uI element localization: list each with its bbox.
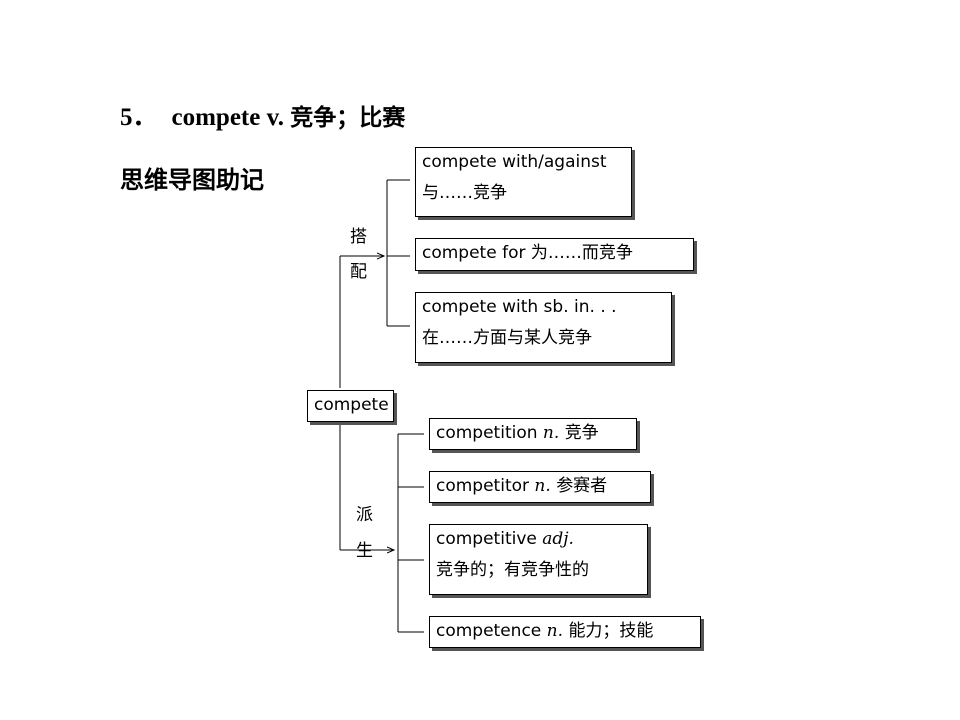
derivative-2-meaning: 参赛者 (556, 476, 608, 496)
item-title: 5． compete v. 竞争；比赛 (120, 97, 405, 133)
headword-meaning: 竞争；比赛 (290, 105, 406, 131)
derivative-3-pos: adj. (542, 529, 574, 549)
center-node: compete (307, 390, 394, 422)
derivative-node-2: competitor n. 参赛者 (429, 471, 651, 503)
derivation-label-1: 派 (356, 505, 373, 525)
mind-map-heading: 思维导图助记 (120, 166, 264, 194)
collocation-node-2: compete for 为……而竞争 (415, 238, 694, 271)
collocation-label-1: 搭 (350, 227, 367, 247)
derivative-2-pos: n. (534, 476, 551, 496)
collocation-node-3: compete with sb. in. . . 在……方面与某人竞争 (415, 292, 672, 363)
derivative-4-meaning: 能力；技能 (568, 621, 654, 641)
derivative-node-1: competition n. 竞争 (429, 418, 637, 450)
derivative-1-pos: n. (542, 423, 560, 443)
collocation-1-meaning: 与……竞争 (422, 183, 507, 203)
derivative-3-word: competitive (436, 529, 537, 549)
headword: compete v. (171, 104, 284, 131)
center-node-label: compete (314, 395, 389, 415)
derivative-1-meaning: 竞争 (564, 423, 599, 443)
collocation-3-phrase: compete with sb. in. . . (422, 297, 617, 317)
collocation-label-2: 配 (350, 262, 367, 282)
collocation-node-1: compete with/against 与……竞争 (415, 147, 632, 217)
derivative-4-word: competence (436, 621, 542, 641)
collocation-3-meaning: 在……方面与某人竞争 (422, 328, 592, 348)
derivative-1-word: competition (436, 423, 538, 443)
derivative-node-3: competitive adj. 竞争的；有竞争性的 (429, 524, 648, 595)
derivative-node-4: competence n. 能力；技能 (429, 616, 701, 648)
derivative-4-pos: n. (546, 621, 564, 641)
derivative-2-word: competitor (436, 476, 530, 496)
collocation-1-phrase: compete with/against (422, 152, 607, 172)
derivative-3-meaning: 竞争的；有竞争性的 (436, 560, 589, 580)
collocation-2-phrase: compete for 为……而竞争 (422, 243, 633, 263)
derivation-label-2: 生 (356, 541, 373, 561)
item-number: 5． (120, 104, 158, 131)
